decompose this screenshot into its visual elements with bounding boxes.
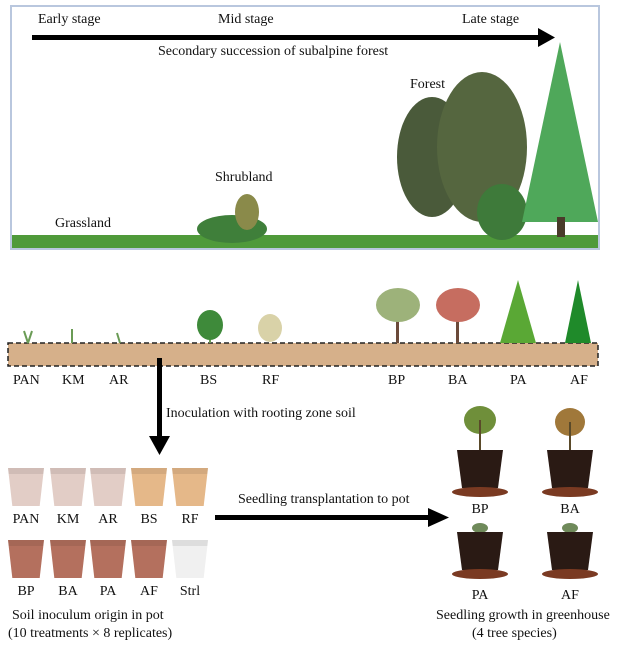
species-label: RF (262, 373, 280, 388)
shrubland-label: Shrubland (215, 170, 273, 185)
seedling-label: PA (471, 588, 489, 603)
pot-label: KM (56, 512, 80, 527)
grassland-label: Grassland (55, 216, 111, 231)
seedling-bp (452, 406, 508, 497)
succession-panel (10, 5, 600, 250)
early-stage-label: Early stage (38, 12, 101, 27)
seedling-caption: Seedling growth in greenhouse (436, 608, 610, 623)
inoculation-label: Inoculation with rooting zone soil (166, 406, 356, 421)
pot-km (50, 468, 86, 506)
species-label: BS (200, 373, 218, 388)
seedling-pots (452, 406, 598, 579)
succession-title: Secondary succession of subalpine forest (158, 44, 389, 59)
mid-stage-label: Mid stage (218, 12, 274, 27)
species-label: AR (109, 373, 129, 388)
pot-label: RF (181, 512, 199, 527)
pot-ba (50, 540, 86, 578)
pot-rf (172, 468, 208, 506)
species-label: BP (388, 373, 406, 388)
pot-label: PA (99, 584, 117, 599)
seedling-af (542, 523, 598, 579)
transplant-label: Seedling transplantation to pot (238, 492, 410, 507)
pot-caption: Soil inoculum origin in pot (12, 608, 164, 623)
pot-label: Strl (179, 584, 201, 599)
pot-label: AR (98, 512, 118, 527)
pot-pan (8, 468, 44, 506)
pot-label: AF (140, 584, 158, 599)
pot-label: PAN (12, 512, 40, 527)
forest-label: Forest (410, 77, 445, 92)
species-label: AF (570, 373, 588, 388)
species-label: PA (510, 373, 527, 388)
species-label: KM (62, 373, 85, 388)
pot-caption-detail: (10 treatments × 8 replicates) (8, 626, 173, 641)
seedling-pa (452, 523, 508, 579)
pot-label: BS (140, 512, 158, 527)
species-label: PAN (13, 373, 40, 388)
succession-arrow (32, 28, 555, 47)
species-label: BA (448, 373, 468, 388)
transplant-arrow (215, 508, 449, 527)
pot-label: BA (58, 584, 78, 599)
landscape-illustration (12, 42, 598, 248)
pot-strl (172, 540, 208, 578)
pot-bp (8, 540, 44, 578)
soil-strip (7, 280, 599, 367)
seedling-ba (542, 408, 598, 497)
pot-label: BP (17, 584, 35, 599)
seedling-caption-detail: (4 tree species) (472, 626, 557, 641)
seedling-label: BP (471, 502, 489, 517)
late-stage-label: Late stage (462, 12, 520, 27)
pot-ar (90, 468, 126, 506)
pot-bs (131, 468, 167, 506)
seedling-label: BA (560, 502, 580, 517)
inoculation-arrow (149, 358, 170, 455)
pot-pa (90, 540, 126, 578)
pot-af (131, 540, 167, 578)
seedling-label: AF (561, 588, 579, 603)
